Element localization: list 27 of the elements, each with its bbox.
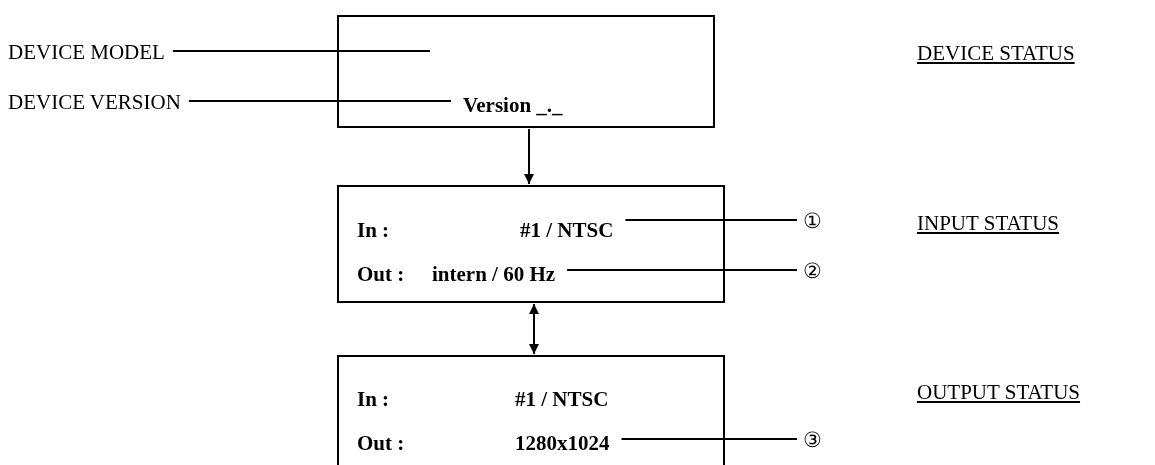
callout-number: ①	[803, 209, 823, 233]
display-text: 1280x1024	[515, 431, 610, 455]
display-text: #1 / NTSC	[520, 218, 614, 242]
leader-line	[171, 50, 431, 52]
callout-label: DEVICE VERSION	[8, 90, 181, 114]
callout-label: DEVICE MODEL	[8, 40, 165, 64]
arrow	[524, 128, 534, 185]
display-text: Out :	[357, 431, 405, 455]
display-box	[337, 185, 725, 303]
display-text: In :	[357, 218, 390, 242]
display-box	[337, 15, 715, 128]
section-heading: OUTPUT STATUS	[917, 380, 1081, 404]
display-text: In :	[357, 387, 390, 411]
display-text: Out :	[357, 262, 405, 286]
leader-line	[566, 269, 798, 271]
callout-number: ②	[803, 259, 823, 283]
section-heading: DEVICE STATUS	[917, 41, 1075, 65]
leader-line	[620, 438, 798, 440]
section-heading: INPUT STATUS	[917, 211, 1060, 235]
display-text: intern / 60 Hz	[432, 262, 556, 286]
display-box	[337, 355, 725, 465]
display-text: #1 / NTSC	[515, 387, 609, 411]
leader-line	[187, 100, 452, 102]
callout-number: ③	[803, 428, 823, 452]
arrow	[529, 303, 539, 355]
display-text: Version _._	[463, 93, 563, 117]
leader-line	[624, 219, 798, 221]
